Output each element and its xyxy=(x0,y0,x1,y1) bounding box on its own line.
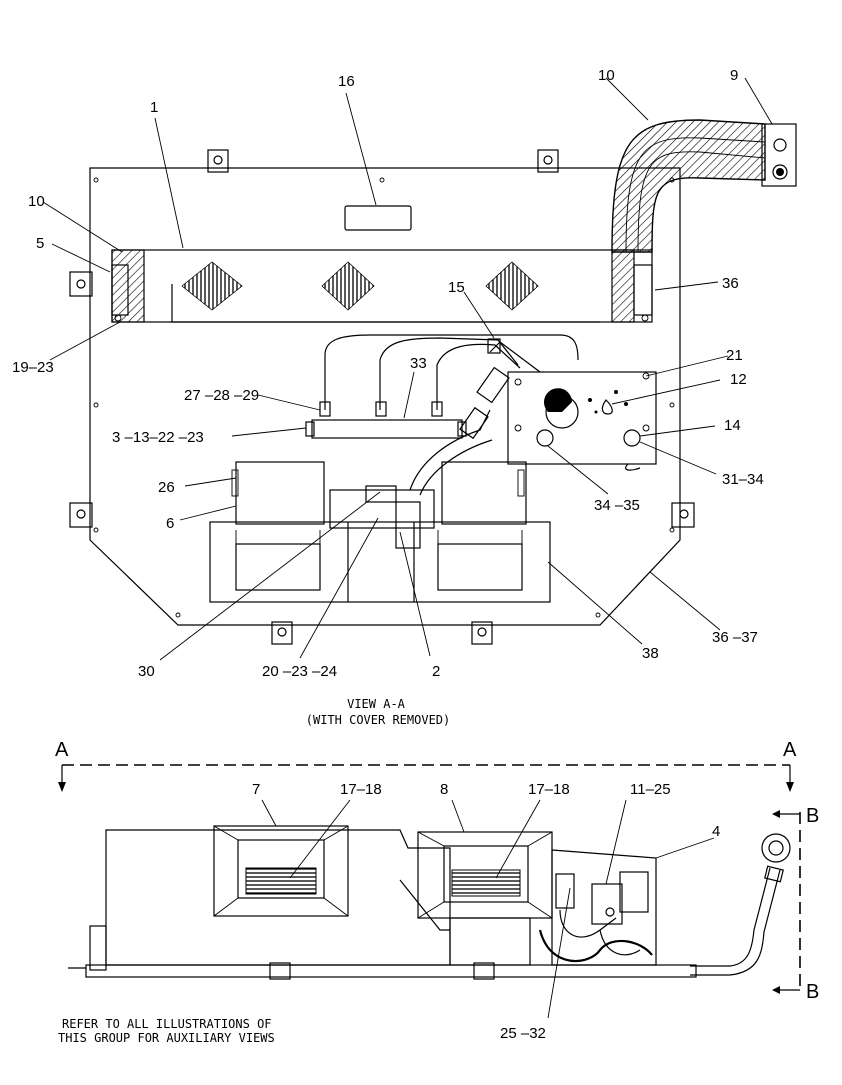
callout-25-32: 25 –32 xyxy=(500,1025,546,1042)
section-marker-a-right: A xyxy=(783,739,797,761)
side-view-drawing xyxy=(68,799,801,1019)
callout-26: 26 xyxy=(158,479,175,496)
view-caption-line2: (WITH COVER REMOVED) xyxy=(306,713,451,727)
section-marker-b-top: B xyxy=(806,805,819,827)
control-switch-panel xyxy=(507,371,657,471)
callout-5: 5 xyxy=(36,235,44,252)
evaporator-core xyxy=(111,249,653,323)
section-markers: A A B B xyxy=(55,739,819,1003)
side-control-box xyxy=(538,849,657,966)
plate-tabs xyxy=(69,149,695,645)
callout-30: 30 xyxy=(138,663,155,680)
callout-36-37: 36 –37 xyxy=(712,629,758,646)
plate-holes xyxy=(93,177,675,618)
section-line-a-a xyxy=(58,764,794,792)
side-leader-lines xyxy=(261,799,715,1019)
view-a-a-drawing xyxy=(42,77,797,661)
side-hose xyxy=(690,833,791,976)
callout-27-28-29: 27 –28 –29 xyxy=(184,387,259,404)
section-line-b-b xyxy=(772,810,801,994)
callout-17-18-left: 17–18 xyxy=(340,781,382,798)
callout-12: 12 xyxy=(730,371,747,388)
section-marker-b-bottom: B xyxy=(806,981,819,1003)
callout-11-25: 11–25 xyxy=(630,781,671,798)
callout-33: 33 xyxy=(410,355,427,372)
callout-6: 6 xyxy=(166,515,174,532)
callout-38: 38 xyxy=(642,645,659,662)
callout-20-23-24: 20 –23 –24 xyxy=(262,663,337,680)
resistor-block xyxy=(305,401,467,439)
view-caption-line1: VIEW A-A xyxy=(347,697,406,711)
callout-21: 21 xyxy=(726,347,743,364)
callout-19-23: 19–23 xyxy=(12,359,54,376)
callout-15: 15 xyxy=(448,279,465,296)
section-marker-a-left: A xyxy=(55,739,69,761)
side-base-plate xyxy=(85,964,697,978)
reference-note: REFER TO ALL ILLUSTRATIONS OF THIS GROUP… xyxy=(58,1017,275,1045)
callout-2: 2 xyxy=(432,663,440,680)
callout-34-35: 34 –35 xyxy=(594,497,640,514)
callout-3-13-22-23: 3 –13–22 –23 xyxy=(112,429,204,446)
callout-9: 9 xyxy=(730,67,738,84)
view-caption: VIEW A-A (WITH COVER REMOVED) xyxy=(306,697,451,727)
blower-outlet-right xyxy=(417,831,553,966)
callout-10-left: 10 xyxy=(28,193,45,210)
blower-assembly xyxy=(209,461,551,603)
callout-8: 8 xyxy=(440,781,448,798)
callout-14: 14 xyxy=(724,417,741,434)
callout-31-34: 31–34 xyxy=(722,471,764,488)
hose-assembly xyxy=(611,119,797,253)
callout-16: 16 xyxy=(338,73,355,90)
leader-lines xyxy=(42,77,773,661)
callout-labels: 16 1 10 9 10 5 36 15 19–23 33 21 12 27 –… xyxy=(12,67,764,1042)
mounting-plate xyxy=(89,167,681,626)
callout-36: 36 xyxy=(722,275,739,292)
note-line2: THIS GROUP FOR AUXILIARY VIEWS xyxy=(58,1031,275,1045)
label-plate xyxy=(344,205,412,231)
callout-7: 7 xyxy=(252,781,260,798)
note-line1: REFER TO ALL ILLUSTRATIONS OF xyxy=(62,1017,272,1031)
callout-1: 1 xyxy=(150,99,158,116)
callout-10-top: 10 xyxy=(598,67,615,84)
callout-17-18-right: 17–18 xyxy=(528,781,570,798)
blower-outlet-left xyxy=(213,825,349,917)
callout-4: 4 xyxy=(712,823,720,840)
wiring-harness xyxy=(324,334,579,496)
